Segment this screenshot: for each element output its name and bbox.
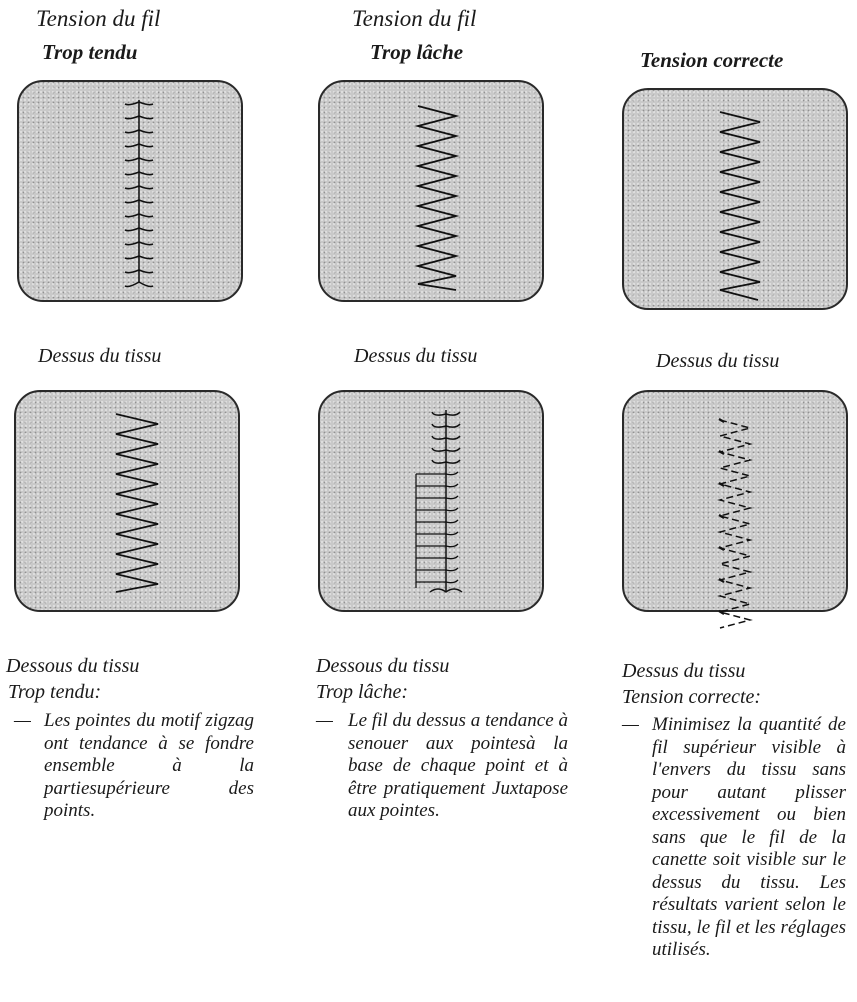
column-2-note: — Le fil du dessus a tendance à senouer … [316,710,568,823]
column-3-note: — Minimisez la quantité de fil supérieur… [622,714,846,962]
stitch-tight-bottom [115,413,159,593]
column-2-top-caption: Dessus du tissu [354,345,478,367]
fabric-top-correct [622,88,848,310]
column-2-subheading: Trop lâche [370,40,464,64]
column-1-heading: Tension du fil [36,6,161,31]
stitch-correct-bottom [717,418,753,629]
dash-bullet: — [316,710,333,731]
column-2-bottom-caption: Dessous du tissu [316,655,450,677]
column-3-note-title: Tension correcte: [622,686,762,708]
column-1-note-body: Les pointes du motif zigzag ont tendance… [44,710,254,821]
column-3-bottom-caption: Dessus du tissu [622,660,746,682]
column-3-top-caption: Dessus du tissu [656,350,780,372]
column-1-top-caption: Dessus du tissu [38,345,162,367]
stitch-correct-top [719,111,761,301]
fabric-top-too-loose [318,80,544,302]
column-3-subheading: Tension correcte [640,48,784,72]
column-3-note-body: Minimisez la quantité de fil supérieur v… [652,714,846,960]
fabric-top-too-tight [17,80,243,302]
dash-bullet: — [622,714,639,735]
column-2-note-body: Le fil du dessus a tendance à senouer au… [348,710,568,821]
column-1-bottom-caption: Dessous du tissu [6,655,140,677]
column-1-note-title: Trop tendu: [8,681,102,703]
stitch-loose-bottom [415,410,463,593]
fabric-bottom-too-loose [318,390,544,612]
stitch-loose-top [414,105,460,291]
column-1-subheading: Trop tendu [42,40,138,64]
column-2-note-title: Trop lâche: [316,681,409,703]
column-1-note: — Les pointes du motif zigzag ont tendan… [14,710,254,823]
fabric-bottom-too-tight [14,390,240,612]
stitch-tight-top [124,100,154,288]
column-2-heading: Tension du fil [352,6,477,31]
fabric-bottom-correct [622,390,848,629]
dash-bullet: — [14,710,31,731]
